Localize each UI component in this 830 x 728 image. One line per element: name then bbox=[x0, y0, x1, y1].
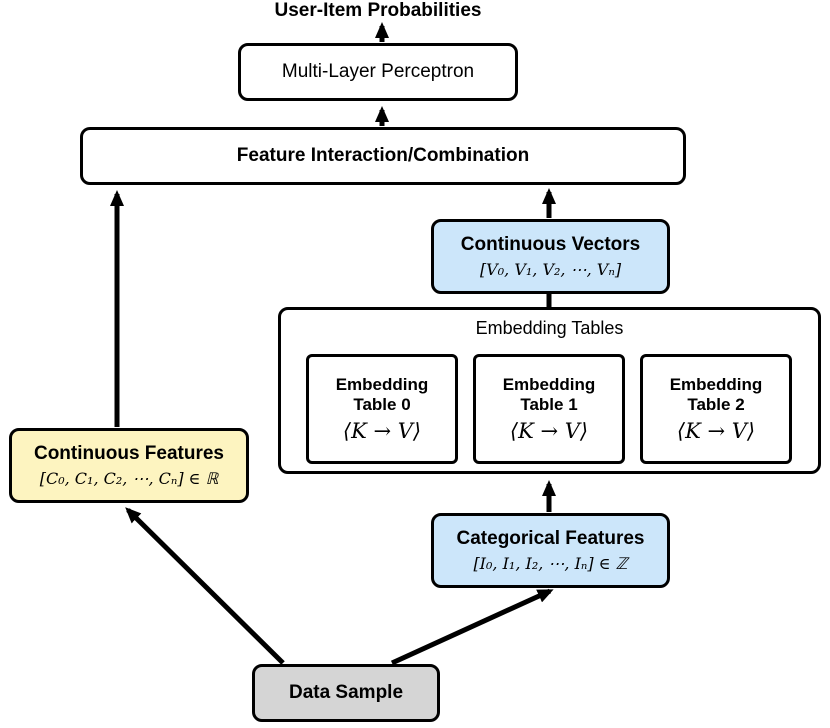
embedding-table-2-line1: Embedding bbox=[669, 375, 763, 394]
embedding-table-0-line1: Embedding bbox=[335, 375, 429, 394]
embedding-table-1: Embedding Table 1 ⟨K → V⟩ bbox=[473, 354, 625, 464]
embedding-table-1-line1: Embedding bbox=[502, 375, 596, 394]
embedding-table-1-mapping: ⟨K → V⟩ bbox=[509, 419, 589, 443]
embedding-table-2: Embedding Table 2 ⟨K → V⟩ bbox=[640, 354, 792, 464]
feature-interaction-box: Feature Interaction/Combination bbox=[80, 127, 686, 185]
embedding-table-0-line2: Table 0 bbox=[353, 395, 411, 414]
embedding-table-0: Embedding Table 0 ⟨K → V⟩ bbox=[306, 354, 458, 464]
output-label: User-Item Probabilities bbox=[274, 0, 482, 21]
mlp-label: Multi-Layer Perceptron bbox=[281, 61, 475, 82]
embedding-tables-title: Embedding Tables bbox=[475, 318, 624, 338]
continuous-features-box: Continuous Features [C₀, C₁, C₂, ⋯, Cₙ] … bbox=[9, 428, 249, 503]
arrow-sample-to-categorical bbox=[390, 588, 554, 666]
data-sample-box: Data Sample bbox=[252, 664, 440, 722]
continuous-vectors-title: Continuous Vectors bbox=[460, 234, 641, 255]
categorical-features-formula: [I₀, I₁, I₂, ⋯, Iₙ] ∈ ℤ bbox=[473, 554, 628, 573]
mlp-box: Multi-Layer Perceptron bbox=[238, 43, 518, 101]
embedding-table-0-mapping: ⟨K → V⟩ bbox=[342, 419, 422, 443]
embedding-table-2-mapping: ⟨K → V⟩ bbox=[676, 419, 756, 443]
arrow-sample-to-continuous bbox=[125, 507, 285, 665]
continuous-features-formula: [C₀, C₁, C₂, ⋯, Cₙ] ∈ ℝ bbox=[39, 469, 219, 488]
categorical-features-title: Categorical Features bbox=[456, 528, 645, 549]
embedding-table-1-line2: Table 1 bbox=[520, 395, 578, 414]
embedding-tables-box: Embedding Tables bbox=[278, 307, 821, 474]
embedding-table-2-line2: Table 2 bbox=[687, 395, 745, 414]
categorical-features-box: Categorical Features [I₀, I₁, I₂, ⋯, Iₙ]… bbox=[431, 513, 670, 588]
continuous-vectors-formula: [V₀, V₁, V₂, ⋯, Vₙ] bbox=[479, 260, 622, 279]
data-sample-label: Data Sample bbox=[288, 682, 404, 703]
continuous-features-title: Continuous Features bbox=[33, 443, 224, 464]
feature-interaction-label: Feature Interaction/Combination bbox=[236, 145, 530, 166]
continuous-vectors-box: Continuous Vectors [V₀, V₁, V₂, ⋯, Vₙ] bbox=[431, 219, 670, 294]
